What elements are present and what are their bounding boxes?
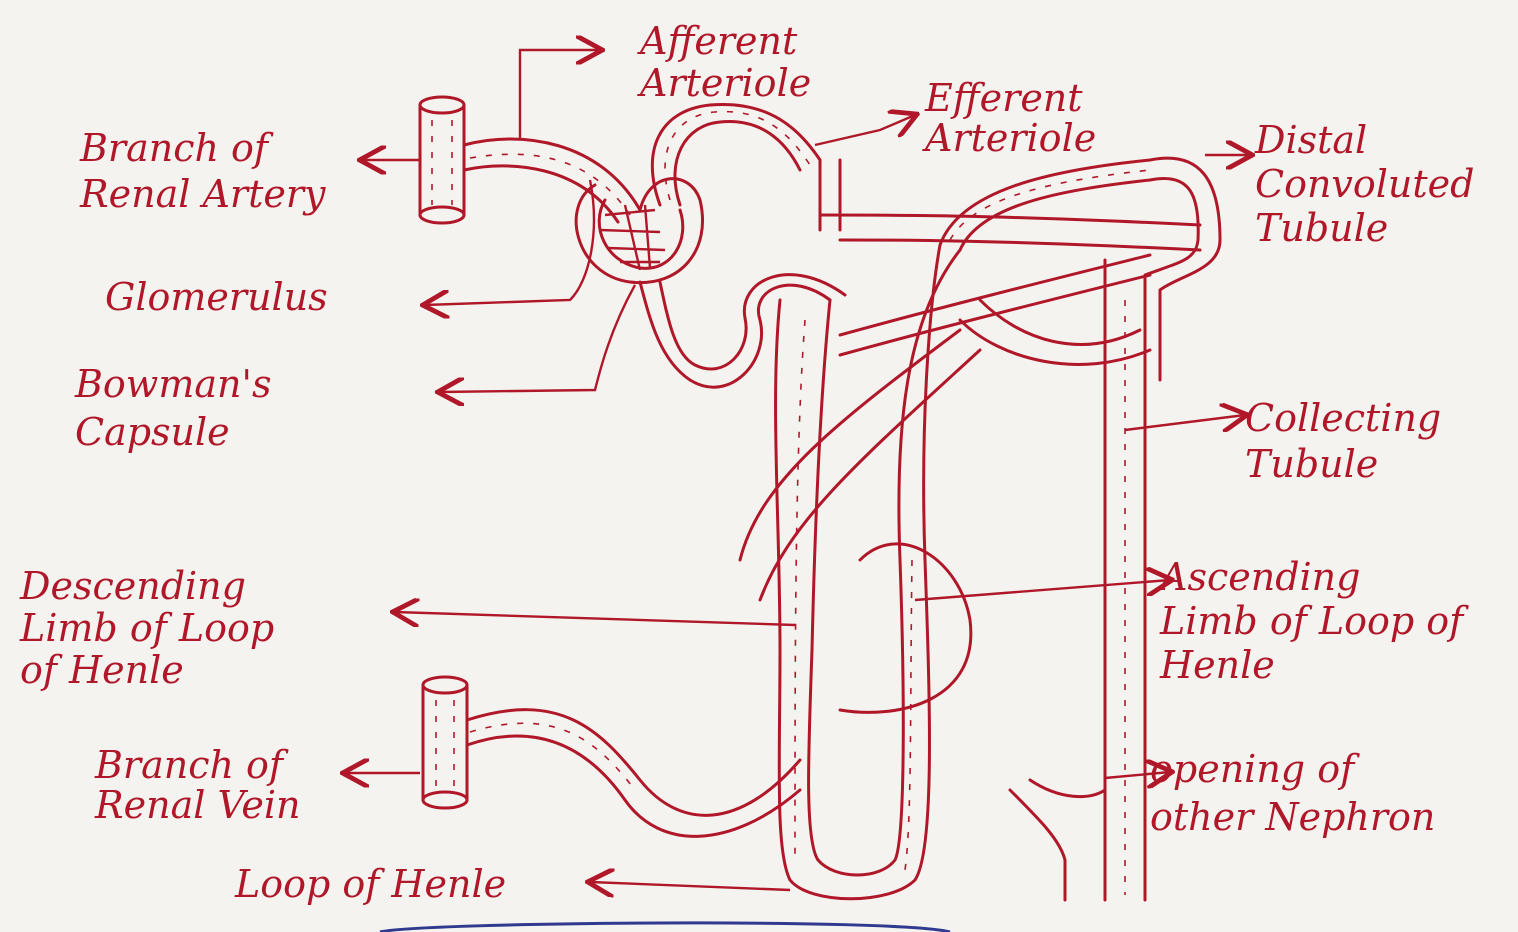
glomerulus [600,205,665,270]
peritubular-capillaries [820,160,1200,364]
loop-of-henle [740,245,980,899]
label-glomerulus: Glomerulus [105,275,328,319]
renal-vein-branch [423,677,800,836]
efferent-arteriole [652,104,820,205]
label-loop-of-henle: Loop of Henle [235,862,506,906]
collecting-tubule [1010,260,1145,900]
blue-edge [380,923,950,932]
afferent-arteriole [464,139,640,222]
renal-artery-branch [420,97,464,223]
distal-convoluted-tubule [940,158,1220,380]
proximal-convoluted-tubule [640,275,845,388]
